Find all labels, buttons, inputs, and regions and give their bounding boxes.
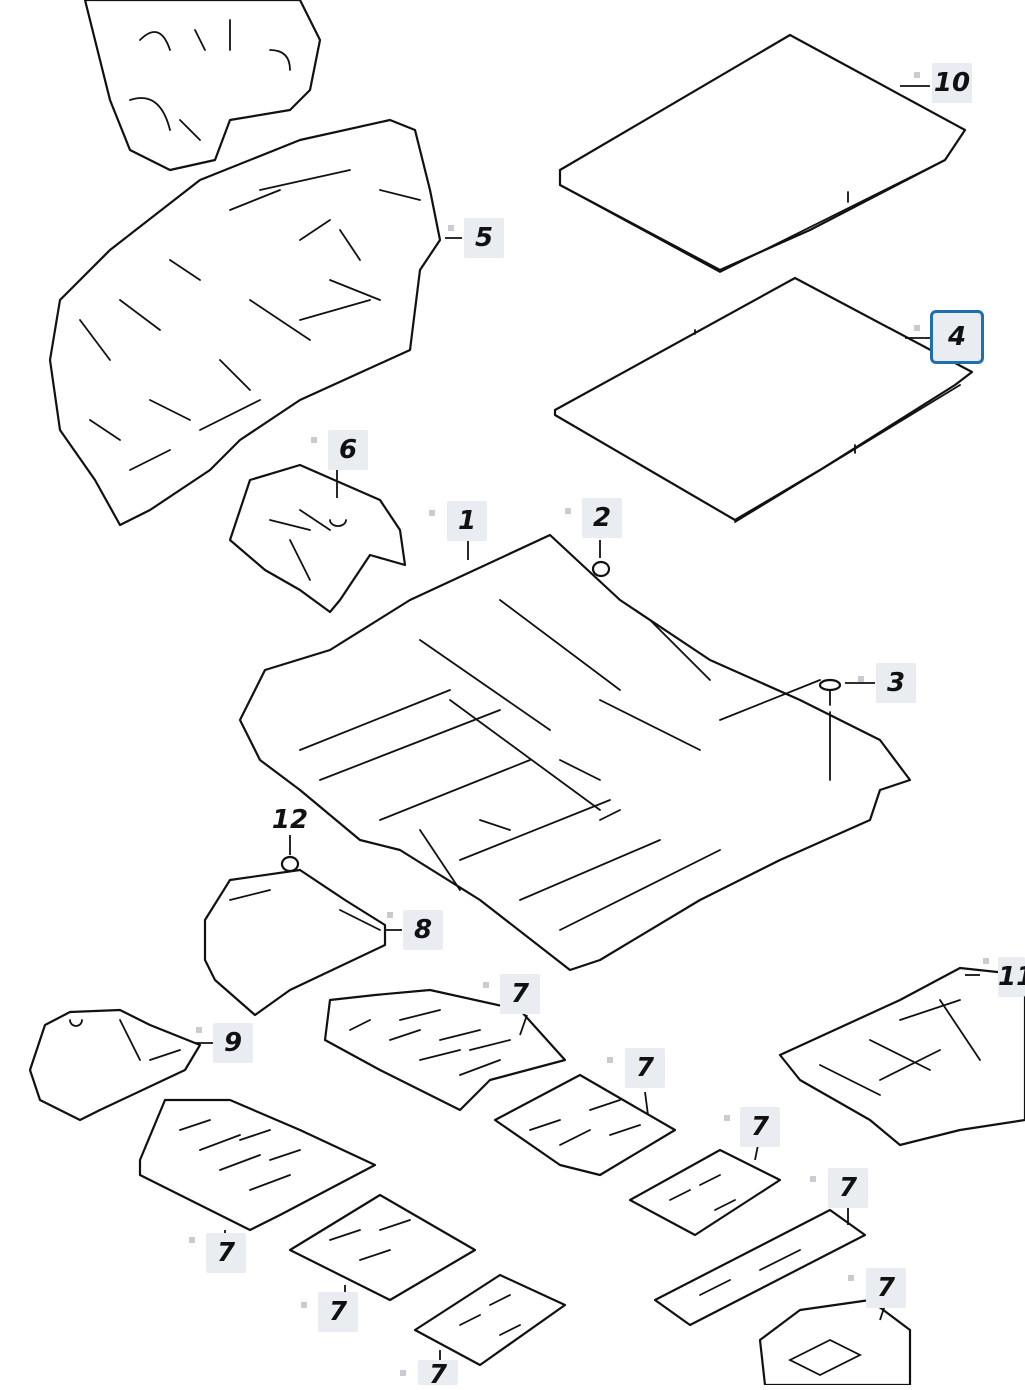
rear-floor-mat-part-4 (553, 276, 974, 523)
callout-4-selected[interactable]: 4 (930, 310, 984, 364)
dash-silencer-part-5 (48, 118, 442, 527)
leader-lines (195, 85, 980, 1365)
callout-9[interactable]: 9 (213, 1023, 253, 1063)
floor-pad-7b (493, 1073, 677, 1177)
callout-6[interactable]: 6 (328, 430, 368, 470)
callout-7-g[interactable]: 7 (318, 1292, 358, 1332)
callout-3[interactable]: 3 (876, 663, 916, 703)
floor-insulator-part-8 (203, 868, 387, 1017)
tunnel-insulator-part-6 (228, 463, 407, 614)
callout-1[interactable]: 1 (447, 501, 487, 541)
callout-7-e[interactable]: 7 (206, 1233, 246, 1273)
dash-panel-upper (83, 0, 322, 172)
callout-8[interactable]: 8 (403, 910, 443, 950)
rear-floor-board-part-10 (558, 33, 967, 274)
callout-11[interactable]: 11 (998, 957, 1025, 997)
floor-pad-7c (138, 1098, 377, 1232)
floor-pad-7g (413, 1273, 567, 1367)
clip-part-3 (818, 678, 842, 781)
grommet-part-2 (591, 560, 611, 578)
callout-7-c[interactable]: 7 (740, 1107, 780, 1147)
floor-carpet-part-1 (238, 533, 912, 972)
callout-10[interactable]: 10 (932, 63, 972, 103)
floor-pad-7d (288, 1193, 477, 1302)
callout-7-h[interactable]: 7 (418, 1360, 458, 1390)
callout-7-b[interactable]: 7 (625, 1048, 665, 1088)
floor-pad-7f (653, 1208, 867, 1327)
callout-12[interactable]: 12 (271, 805, 309, 835)
grommet-part-12 (280, 855, 300, 873)
callout-7-f[interactable]: 7 (866, 1268, 906, 1308)
floor-pad-7h (758, 1298, 912, 1385)
floor-pad-7e (628, 1148, 782, 1237)
callout-2[interactable]: 2 (582, 498, 622, 538)
floor-pad-7a (323, 988, 567, 1112)
callout-7-a[interactable]: 7 (500, 974, 540, 1014)
side-insulator-part-9 (28, 1008, 202, 1122)
callout-7-d[interactable]: 7 (828, 1168, 868, 1208)
luggage-tray-part-11 (778, 966, 1025, 1147)
callout-5[interactable]: 5 (464, 218, 504, 258)
